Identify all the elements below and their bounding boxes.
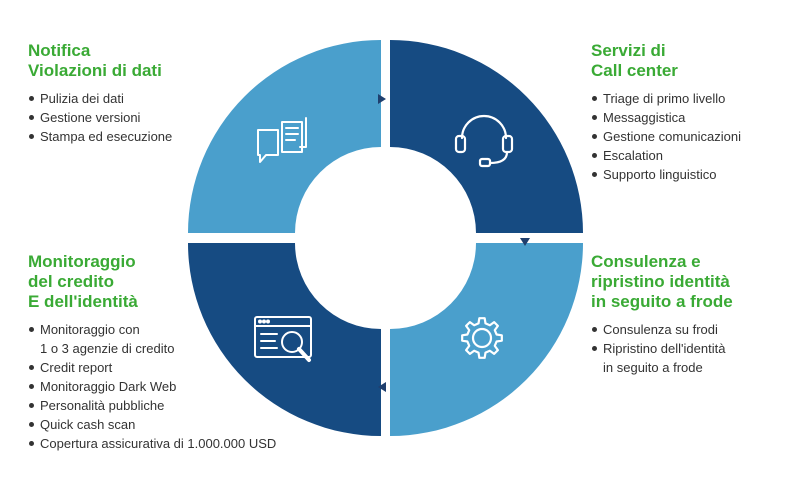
list-item: Personalità pubbliche [28, 396, 328, 415]
list-item: Monitoraggio Dark Web [28, 377, 328, 396]
headset-icon [454, 114, 514, 168]
arrow-right [378, 94, 386, 104]
title-line: del credito [28, 272, 114, 291]
list-item: Triage di primo livello [591, 89, 791, 108]
block-top-right: Servizi di Call center Triage di primo l… [591, 41, 791, 184]
arrow-down [520, 238, 530, 246]
list-item-text: Supporto linguistico [603, 167, 717, 182]
item-list: Consulenza su frodi Ripristino dell'iden… [591, 320, 791, 377]
list-item: Gestione versioni [28, 108, 198, 127]
list-item: Credit report [28, 358, 328, 377]
title-line: Violazioni di dati [28, 61, 162, 80]
title-line: Servizi di [591, 41, 666, 60]
block-bottom-left: Monitoraggio del credito E dell'identità… [28, 252, 328, 453]
block-title: Consulenza e ripristino identità in segu… [591, 252, 791, 312]
list-item: Consulenza su frodi [591, 320, 791, 339]
list-item-text: in seguito a frode [603, 360, 703, 375]
list-item-text: Quick cash scan [40, 417, 136, 432]
list-item-text: Gestione comunicazioni [603, 129, 742, 144]
list-item-text: Monitoraggio con [40, 322, 140, 337]
segment-top-left [188, 40, 381, 233]
list-item-text: Messaggistica [603, 110, 686, 125]
block-bottom-right: Consulenza e ripristino identità in segu… [591, 252, 791, 377]
list-item-text: Copertura assicurativa di 1.000.000 USD [40, 436, 277, 451]
segment-top-right [390, 40, 583, 233]
list-item: Stampa ed esecuzione [28, 127, 198, 146]
list-item-text: 1 o 3 agenzie di credito [40, 341, 175, 356]
gear-icon [461, 317, 503, 359]
list-item-text: Gestione versioni [40, 110, 141, 125]
list-item: Copertura assicurativa di 1.000.000 USD [28, 434, 328, 453]
list-item: Escalation [591, 146, 791, 165]
block-top-left: Notifica Violazioni di dati Pulizia dei … [28, 41, 198, 146]
list-item: Monitoraggio con 1 o 3 agenzie di credit… [28, 320, 328, 358]
list-item: Ripristino dell'identità in seguito a fr… [591, 339, 791, 377]
title-line: Notifica [28, 41, 91, 60]
list-item-text: Pulizia dei dati [40, 91, 124, 106]
search-browser-icon [254, 316, 312, 362]
title-line: Call center [591, 61, 678, 80]
list-item-text: Credit report [40, 360, 113, 375]
list-item-text: Stampa ed esecuzione [40, 129, 173, 144]
title-line: in seguito a frode [591, 292, 733, 311]
item-list: Monitoraggio con 1 o 3 agenzie di credit… [28, 320, 328, 453]
list-item-text: Triage di primo livello [603, 91, 726, 106]
segment-bottom-right [390, 243, 583, 436]
list-item: Messaggistica [591, 108, 791, 127]
block-title: Monitoraggio del credito E dell'identità [28, 252, 328, 312]
list-item-text: Monitoraggio Dark Web [40, 379, 177, 394]
block-title: Servizi di Call center [591, 41, 791, 81]
list-item-text: Ripristino dell'identità [603, 341, 726, 356]
title-line: Consulenza e [591, 252, 701, 271]
list-item-text: Consulenza su frodi [603, 322, 718, 337]
title-line: ripristino identità [591, 272, 730, 291]
list-item: Quick cash scan [28, 415, 328, 434]
list-item: Gestione comunicazioni [591, 127, 791, 146]
list-item-text: Escalation [603, 148, 663, 163]
documents-icon [257, 117, 307, 163]
title-line: E dell'identità [28, 292, 138, 311]
arrow-left [378, 382, 386, 392]
list-item: Pulizia dei dati [28, 89, 198, 108]
list-item-text: Personalità pubbliche [40, 398, 165, 413]
item-list: Triage di primo livello Messaggistica Ge… [591, 89, 791, 184]
list-item: Supporto linguistico [591, 165, 791, 184]
block-title: Notifica Violazioni di dati [28, 41, 198, 81]
title-line: Monitoraggio [28, 252, 136, 271]
item-list: Pulizia dei dati Gestione versioni Stamp… [28, 89, 198, 146]
